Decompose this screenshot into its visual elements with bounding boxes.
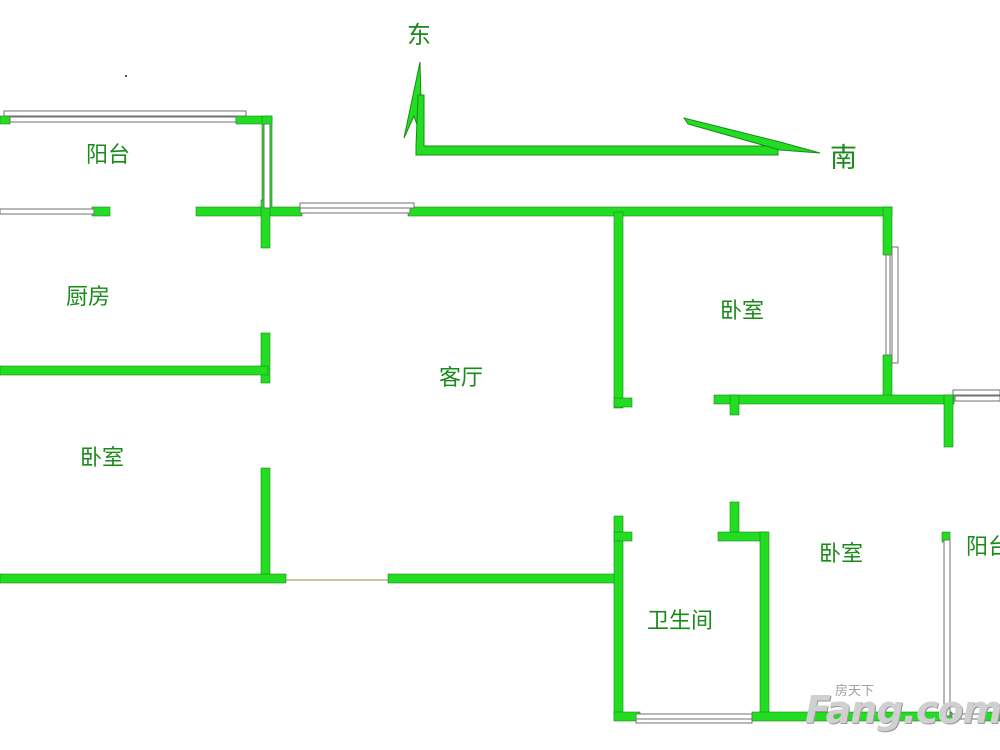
compass-south-label: 南 [830,143,857,174]
window [0,208,95,215]
windows [0,110,1000,724]
window [951,713,983,720]
wall-segment [613,531,633,542]
window [9,116,237,123]
window [635,713,753,720]
room-label-bedroom-east-upper: 卧室 [720,299,765,324]
room-label-bedroom-west: 卧室 [80,446,125,471]
window [299,202,415,209]
wall-segment [613,211,624,409]
walls [0,115,1000,722]
window [954,395,1000,402]
south-arrow [682,117,821,154]
wall-segment [260,467,271,581]
wall-segment [0,573,287,584]
room-label-balcony-east: 阳台 [966,535,1000,560]
wall-segment [195,206,303,217]
window [943,539,951,717]
wall-segment [387,573,621,584]
wall-segment [0,365,269,376]
window [952,389,1000,396]
watermark-text: Fang.com [805,688,1000,732]
window [635,718,753,724]
wall-segment [759,531,770,721]
compass-arrows [403,61,821,156]
watermark-sub: 房天下 [835,684,875,699]
wall-segment [882,206,893,256]
window [3,110,247,117]
fang-watermark-logo: 房天下 Fang.com [805,680,1000,740]
wall-segment [729,394,740,416]
window [299,207,411,214]
stray-dot [125,75,127,77]
wall-segment [613,515,624,721]
window [891,246,899,364]
wall-segment [260,332,271,384]
compass-east-label: 东 [407,21,431,49]
wall-segment [91,206,111,217]
window [885,254,891,356]
wall-segment [0,115,11,125]
wall-segment [943,394,954,448]
wall-segment [407,206,893,217]
window [263,123,271,209]
wall-segment [713,394,955,405]
room-label-kitchen: 厨房 [66,285,111,310]
room-label-living-room: 客厅 [439,366,484,391]
room-label-bathroom: 卫生间 [647,609,714,634]
wall-segment [613,397,633,408]
compass-shaft [415,94,779,156]
room-label-bedroom-east-lower: 卧室 [819,542,864,567]
room-label-balcony-north: 阳台 [86,143,131,168]
